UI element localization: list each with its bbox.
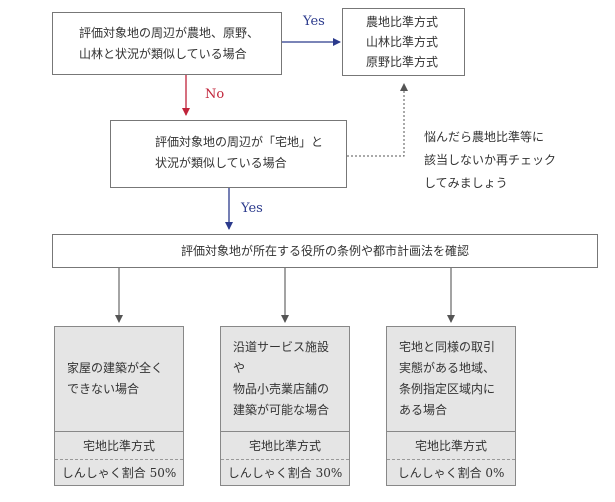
case-line: 物品小売業店舗の	[233, 382, 330, 396]
dashed-check-arrow	[347, 83, 408, 157]
discount-rate: しんしゃく割合 0%	[387, 459, 515, 487]
check-ordinance-box: 評価対象地が所在する役所の条例や都市計画法を確認	[52, 234, 598, 268]
case-box-roadside: 沿道サービス施設や 物品小売業店舗の 建築が可能な場合 宅地比準方式 しんしゃく…	[220, 326, 350, 486]
condition-line-1: 評価対象地の周辺が「宅地」と	[155, 135, 324, 149]
method-forest: 山林比準方式	[366, 35, 439, 49]
case-description: 家屋の建築が全く できない場合	[55, 327, 183, 431]
note-line-1: 悩んだら農地比準等に	[424, 130, 545, 144]
case-line: 家屋の建築が全く	[67, 361, 164, 375]
case-line: 沿道サービス施設や	[233, 340, 330, 375]
condition-line-1: 評価対象地の周辺が農地、原野、	[79, 26, 260, 40]
yes-label-top: Yes	[303, 14, 325, 29]
discount-rate: しんしゃく割合 50%	[55, 459, 183, 487]
case-line: ある場合	[399, 403, 448, 417]
method-farmland: 農地比準方式	[366, 15, 439, 29]
case-line: 実態がある地域、	[399, 361, 496, 375]
discount-rate: しんしゃく割合 30%	[221, 459, 349, 487]
case-description: 宅地と同様の取引 実態がある地域、 条例指定区域内に ある場合	[387, 327, 515, 431]
condition-box-farmland: 評価対象地の周辺が農地、原野、 山林と状況が類似している場合	[52, 12, 282, 75]
condition-line-2: 山林と状況が類似している場合	[79, 47, 247, 61]
note-line-3: してみましょう	[424, 176, 508, 190]
valuation-method: 宅地比準方式	[55, 431, 183, 460]
case-box-no-building: 家屋の建築が全く できない場合 宅地比準方式 しんしゃく割合 50%	[54, 326, 184, 486]
case-line: 条例指定区域内に	[399, 382, 496, 396]
yes-label-bottom: Yes	[241, 201, 263, 216]
valuation-method: 宅地比準方式	[221, 431, 349, 460]
condition-line-2: 状況が類似している場合	[155, 156, 287, 170]
no-label: No	[205, 87, 225, 102]
case-box-residential-equivalent: 宅地と同様の取引 実態がある地域、 条例指定区域内に ある場合 宅地比準方式 し…	[386, 326, 516, 486]
note-line-2: 該当しないか再チェック	[424, 153, 557, 167]
check-ordinance-text: 評価対象地が所在する役所の条例や都市計画法を確認	[180, 244, 469, 258]
case-line: できない場合	[67, 382, 140, 396]
method-wilderness: 原野比準方式	[366, 55, 439, 69]
valuation-method: 宅地比準方式	[387, 431, 515, 460]
case-line: 宅地と同様の取引	[399, 340, 496, 354]
recheck-note: 悩んだら農地比準等に 該当しないか再チェック してみましょう	[424, 127, 556, 193]
result-box-farmland-methods: 農地比準方式 山林比準方式 原野比準方式	[342, 8, 465, 76]
case-description: 沿道サービス施設や 物品小売業店舗の 建築が可能な場合	[221, 327, 349, 431]
case-line: 建築が可能な場合	[233, 403, 330, 417]
condition-box-residential: 評価対象地の周辺が「宅地」と 状況が類似している場合	[110, 120, 347, 188]
